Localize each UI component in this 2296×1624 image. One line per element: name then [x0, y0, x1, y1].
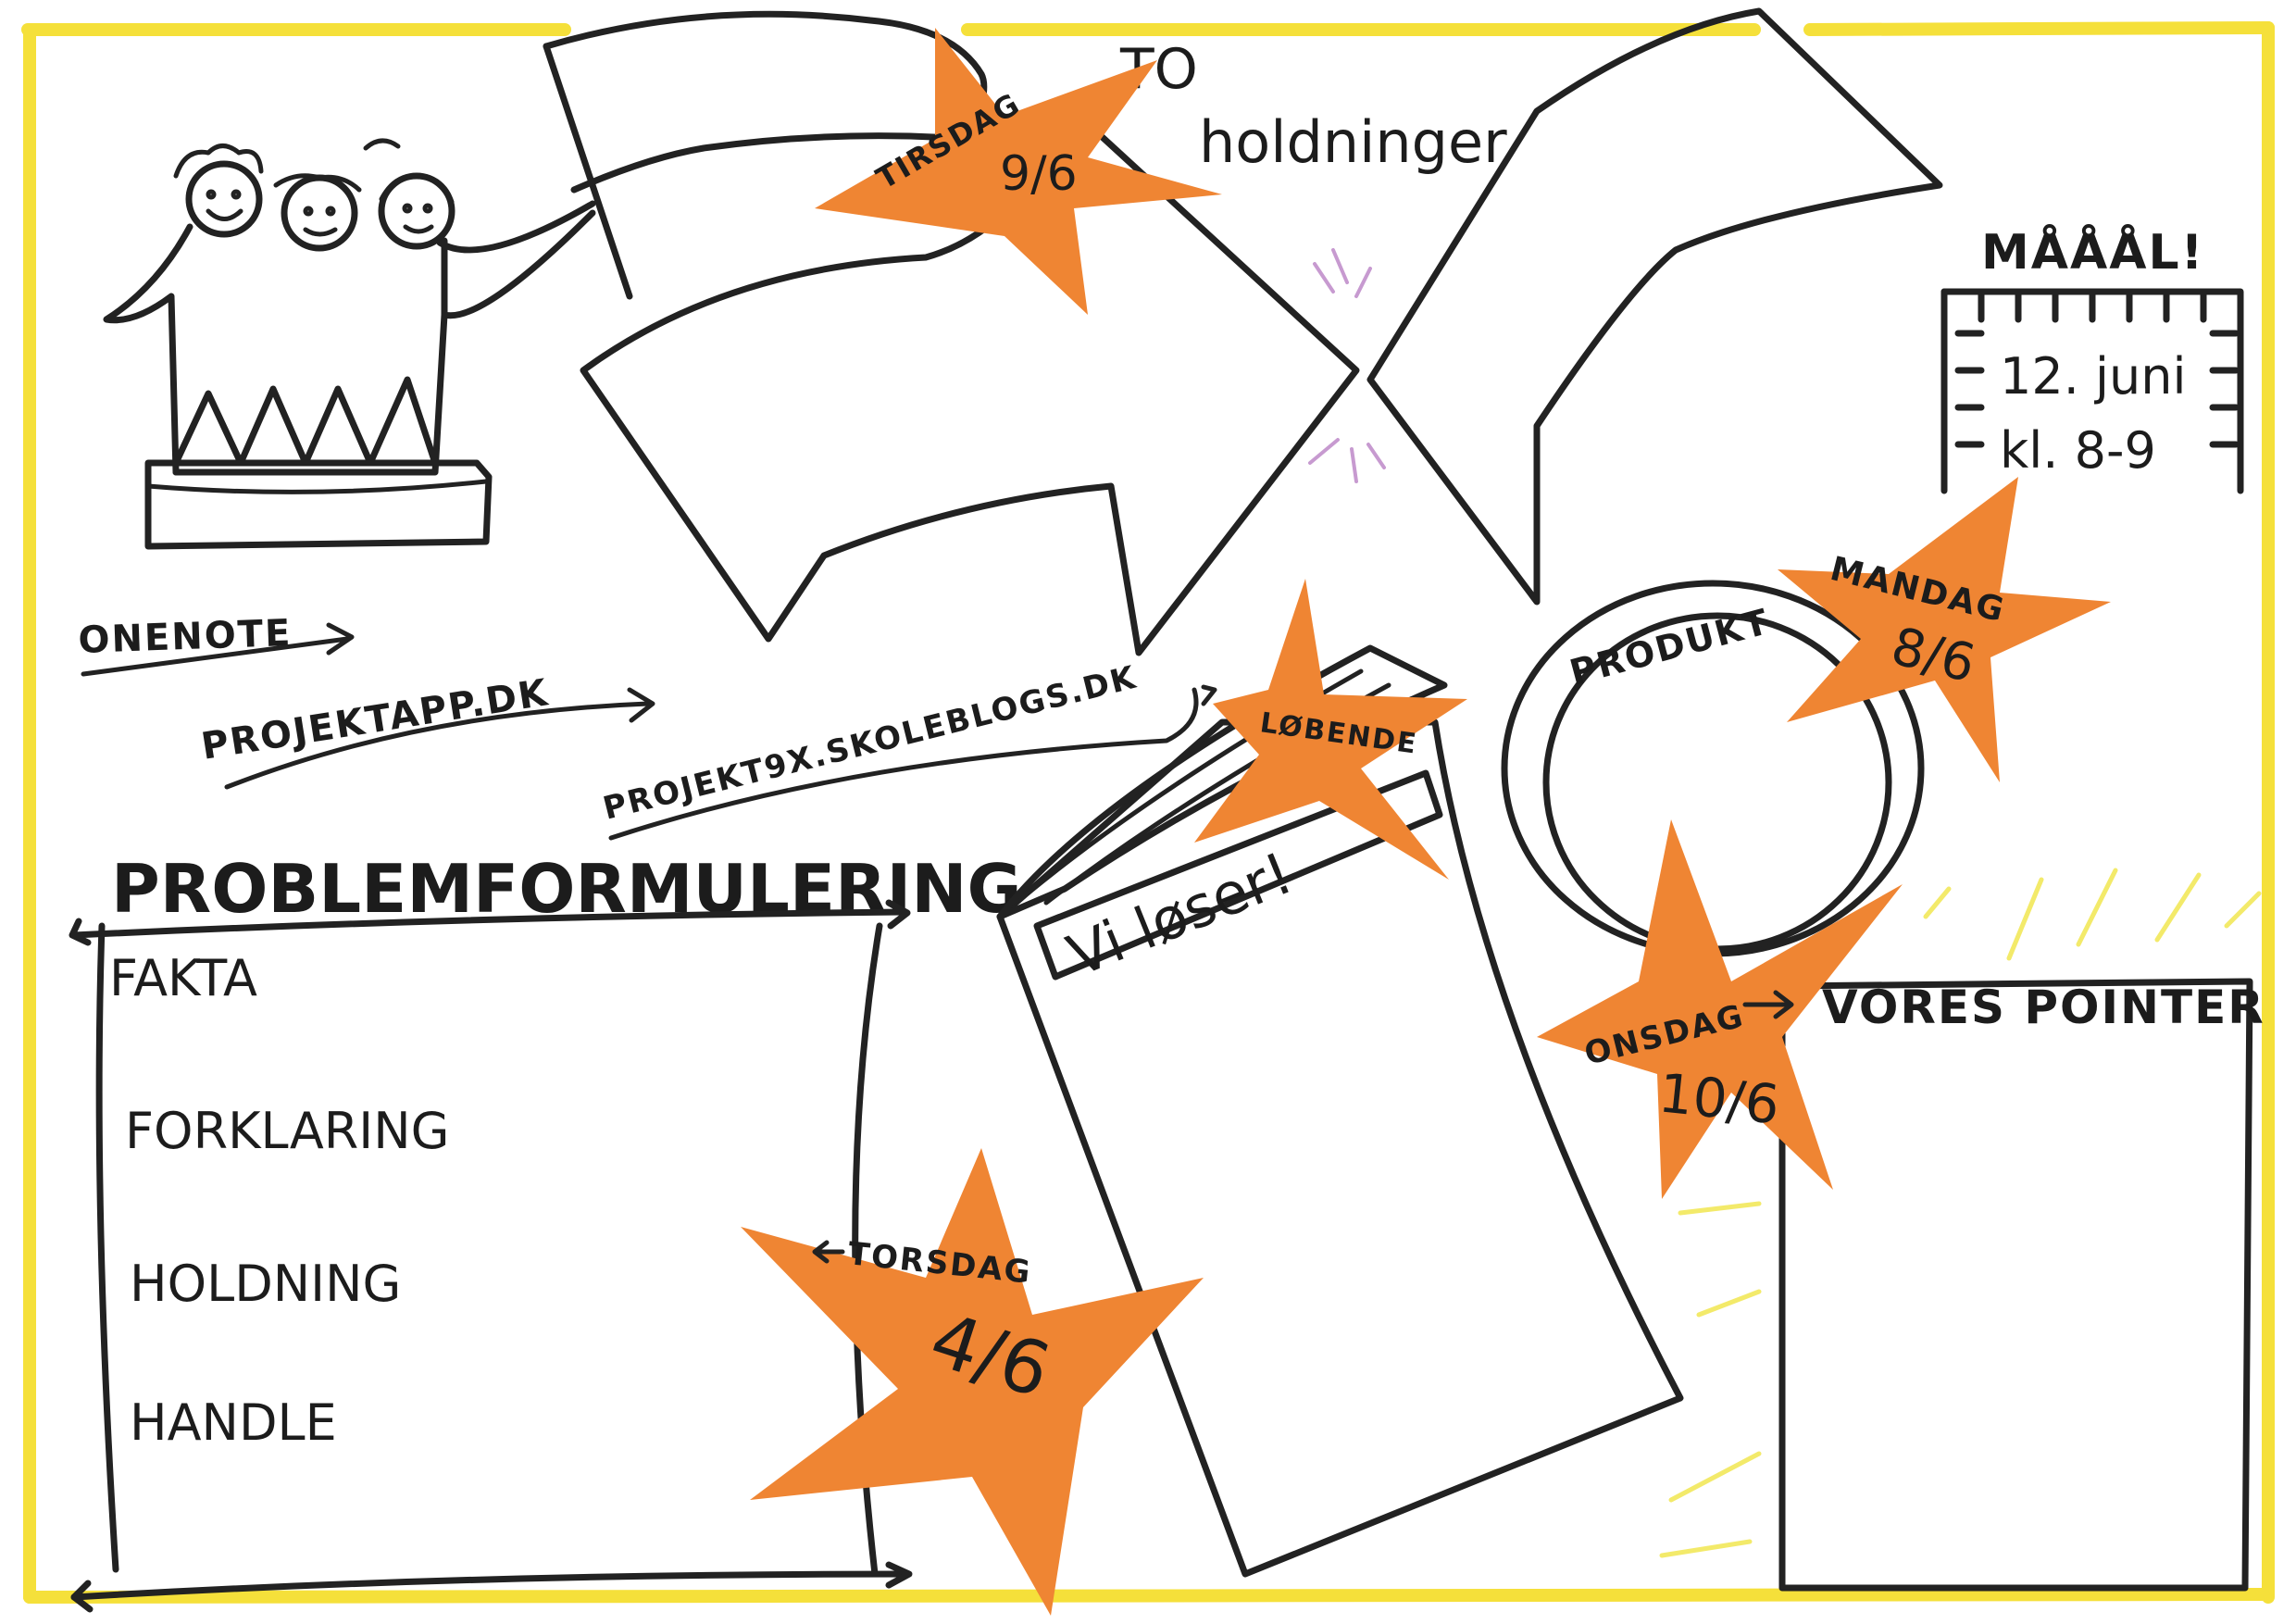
- star-onsdag: ONSDAG 10/6: [1537, 819, 1903, 1199]
- title-text: holdninger: [1199, 108, 1507, 176]
- blog-link-text: PROJEKT9X.SKOLEBLOGS.DK: [600, 659, 1142, 828]
- two-attitudes-arrows: [580, 7, 1943, 656]
- book-cover-label: Vi løser!: [1058, 839, 1302, 990]
- goal-label: MÅÅÅL!: [1981, 224, 2204, 281]
- problem-item-forklaring: FORKLARING: [125, 1102, 449, 1160]
- onenote-link[interactable]: ONENOTE: [78, 612, 355, 677]
- star-tirsdag-date: 9/6: [1000, 146, 1078, 202]
- star-onsdag-date: 10/6: [1656, 1061, 1783, 1136]
- onenote-link-text: ONENOTE: [78, 612, 293, 662]
- problem-formulation-box: PROBLEMFORMULERING FAKTA FORKLARING HOLD…: [69, 850, 1022, 1613]
- people-podium-illustration: [103, 138, 596, 550]
- star-torsdag: TORSDAG 4/6: [741, 1148, 1204, 1616]
- star-mandag: MANDAG 8/6: [1778, 477, 2111, 782]
- our-points-box: VORES POINTER: [1778, 978, 2265, 1592]
- problem-item-fakta: FAKTA: [109, 949, 257, 1007]
- yellow-frame: [21, 21, 2275, 1604]
- goal-section: MÅÅÅL! 12. juni kl. 8-9: [1940, 224, 2244, 494]
- problem-item-holdning: HOLDNING: [130, 1255, 401, 1313]
- problem-item-handle: HANDLE: [130, 1393, 337, 1452]
- goal-date: 12. juni: [2000, 347, 2187, 406]
- product-seal: PRODUKT: [1501, 580, 2262, 1558]
- goal-time: kl. 8-9: [2000, 421, 2156, 480]
- points-heading: VORES POINTER: [1822, 981, 2265, 1034]
- star-loebende: LØBENDE: [1194, 579, 1467, 880]
- projektapp-link[interactable]: PROJEKTAPP.DK: [198, 671, 655, 790]
- projektapp-link-text: PROJEKTAPP.DK: [198, 671, 552, 768]
